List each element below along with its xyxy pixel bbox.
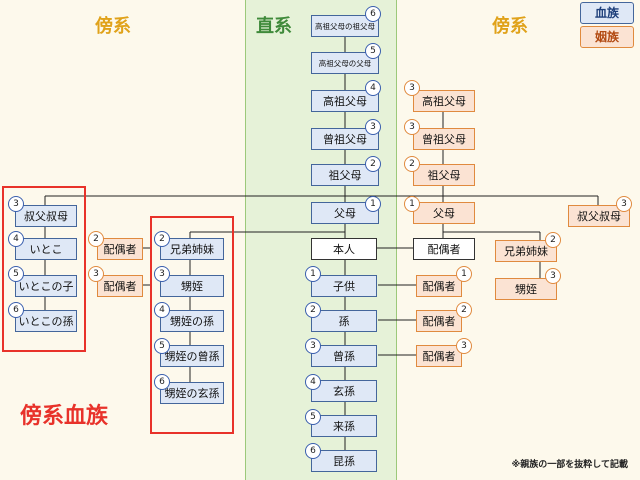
deg-m3: 4 — [154, 302, 170, 318]
node-l1: 叔父叔母 — [15, 205, 77, 227]
deg-k4: 4 — [305, 374, 321, 390]
deg-c1: 1 — [365, 196, 381, 212]
node-self: 本人 — [311, 238, 377, 260]
node-r4: 高祖父母 — [413, 90, 475, 112]
node-m1: 兄弟姉妹 — [160, 238, 224, 260]
deg-c4: 4 — [365, 80, 381, 96]
node-rs2: 配偶者 — [416, 310, 462, 332]
deg-r3: 3 — [404, 119, 420, 135]
node-l3: いとこの子 — [15, 275, 77, 297]
node-r3: 曾祖父母 — [413, 128, 475, 150]
node-c3: 曾祖父母 — [311, 128, 379, 150]
deg-l2: 4 — [8, 231, 24, 247]
deg-l3: 5 — [8, 266, 24, 282]
deg-r1: 1 — [404, 196, 420, 212]
node-k1: 子供 — [311, 275, 377, 297]
deg-rsib: 2 — [545, 232, 561, 248]
deg-m2: 3 — [154, 266, 170, 282]
collateral-nephews-box — [150, 216, 234, 434]
node-c5: 高祖父母の父母 — [311, 52, 379, 74]
node-sp2: 配偶者 — [97, 275, 143, 297]
deg-r2: 2 — [404, 156, 420, 172]
deg-k1: 1 — [305, 266, 321, 282]
node-rsib: 兄弟姉妹 — [495, 240, 557, 262]
node-m2: 甥姪 — [160, 275, 224, 297]
header-right-collateral: 傍系 — [492, 16, 528, 37]
node-m4: 甥姪の曾孫 — [160, 345, 224, 367]
deg-l4: 6 — [8, 302, 24, 318]
node-c6: 高祖父母の祖父母 — [311, 15, 379, 37]
node-k6: 昆孫 — [311, 450, 377, 472]
deg-sp1: 2 — [88, 231, 104, 247]
node-r1: 父母 — [413, 202, 475, 224]
footnote: ※親族の一部を抜粋して記載 — [511, 460, 628, 470]
node-c1: 父母 — [311, 202, 379, 224]
deg-c5: 5 — [365, 43, 381, 59]
deg-rs3: 3 — [456, 338, 472, 354]
deg-m5: 6 — [154, 374, 170, 390]
deg-sp2: 3 — [88, 266, 104, 282]
node-k5: 来孫 — [311, 415, 377, 437]
header-left-collateral: 傍系 — [95, 16, 131, 37]
deg-m4: 5 — [154, 338, 170, 354]
header-direct: 直系 — [256, 16, 292, 37]
node-m3: 甥姪の孫 — [160, 310, 224, 332]
deg-k3: 3 — [305, 338, 321, 354]
deg-l1: 3 — [8, 196, 24, 212]
deg-k6: 6 — [305, 443, 321, 459]
node-k4: 玄孫 — [311, 380, 377, 402]
deg-c6: 6 — [365, 6, 381, 22]
node-c4: 高祖父母 — [311, 90, 379, 112]
deg-k2: 2 — [305, 302, 321, 318]
deg-m1: 2 — [154, 231, 170, 247]
node-rneph: 甥姪 — [495, 278, 557, 300]
collateral-cousins-box — [2, 186, 86, 352]
legend-inlaw: 姻族 — [580, 26, 634, 48]
node-ru: 叔父叔母 — [568, 205, 630, 227]
node-l4: いとこの孫 — [15, 310, 77, 332]
deg-k5: 5 — [305, 409, 321, 425]
node-r2: 祖父母 — [413, 164, 475, 186]
node-k3: 曾孫 — [311, 345, 377, 367]
node-l2: いとこ — [15, 238, 77, 260]
deg-rs2: 2 — [456, 302, 472, 318]
node-rs3: 配偶者 — [416, 345, 462, 367]
deg-rneph: 3 — [545, 268, 561, 284]
collateral-blood-label: 傍系血族 — [20, 404, 109, 429]
deg-c3: 3 — [365, 119, 381, 135]
deg-ru: 3 — [616, 196, 632, 212]
node-spouse: 配偶者 — [413, 238, 475, 260]
node-k2: 孫 — [311, 310, 377, 332]
deg-rs1: 1 — [456, 266, 472, 282]
node-c2: 祖父母 — [311, 164, 379, 186]
legend-blood: 血族 — [580, 2, 634, 24]
deg-c2: 2 — [365, 156, 381, 172]
deg-r4: 3 — [404, 80, 420, 96]
node-sp1: 配偶者 — [97, 238, 143, 260]
node-rs1: 配偶者 — [416, 275, 462, 297]
node-m5: 甥姪の玄孫 — [160, 382, 224, 404]
